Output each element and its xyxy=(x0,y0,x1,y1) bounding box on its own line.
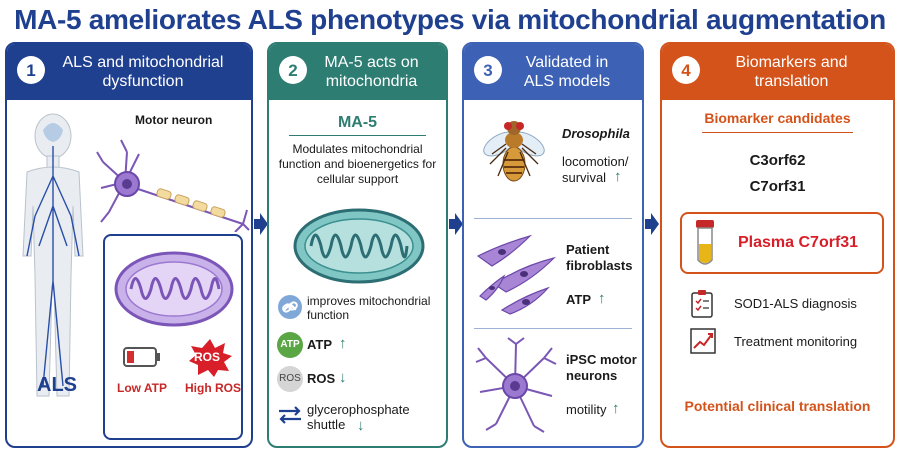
atp-icon: ATP xyxy=(277,332,303,358)
link-icon xyxy=(278,295,302,319)
motor-neuron-icon xyxy=(96,139,250,232)
effect-item-function: improves mitochondrial function xyxy=(277,294,446,324)
panel-ma5-action: 2 MA-5 acts on mitochondria MA-5 Modulat… xyxy=(267,42,448,448)
ipsc-effect: motility xyxy=(566,402,607,417)
panel-2-heading: MA-5 acts on mitochondria xyxy=(324,54,419,90)
exchange-icon xyxy=(279,406,301,424)
candidate-2: C7orf31 xyxy=(749,178,806,195)
candidate-1: C3orf62 xyxy=(749,152,806,169)
fibroblast-cells-icon xyxy=(476,234,556,315)
panel-3-header: 3 Validated in ALS models xyxy=(464,44,642,100)
plasma-marker: Plasma C7orf31 xyxy=(738,234,859,251)
effect-function-text: improves mitochondrial function xyxy=(307,294,431,322)
fibroblast-effect: ATP xyxy=(566,292,592,307)
plasma-box: Plasma C7orf31 xyxy=(680,212,884,274)
step-number-1: 1 xyxy=(17,56,45,84)
diagnosis-text: SOD1-ALS diagnosis xyxy=(734,296,857,311)
panel-1-heading: ALS and mitochondrial dysfunction xyxy=(62,54,224,90)
panel-1-header: 1 ALS and mitochondrial dysfunction xyxy=(7,44,251,100)
drosophila-effect: locomotion/ survival xyxy=(562,154,629,185)
high-ros-label: High ROS xyxy=(185,381,241,395)
model-divider-1 xyxy=(474,218,632,219)
effect-ros-arrow: ↓ xyxy=(339,369,347,386)
panel-4-heading: Biomarkers and translation xyxy=(735,54,848,90)
translation-footer: Potential clinical translation xyxy=(684,398,871,414)
drug-name: MA-5 xyxy=(337,114,378,131)
drug-divider xyxy=(289,135,426,136)
step-number-3: 3 xyxy=(474,56,502,84)
human-body-icon xyxy=(22,113,84,397)
panel-4-header: 4 Biomarkers and translation xyxy=(662,44,893,100)
ipsc-neuron-icon xyxy=(475,337,557,433)
flow-arrow-1 xyxy=(254,213,268,235)
damaged-mitochondrion-icon xyxy=(114,251,234,327)
dysfunction-inset: Low ATP ROS High ROS xyxy=(103,234,243,440)
effect-atp-arrow: ↑ xyxy=(339,335,347,352)
fruit-fly-icon xyxy=(483,121,545,182)
diagram-title: MA-5 ameliorates ALS phenotypes via mito… xyxy=(14,4,886,35)
drug-description: Modulates mitochondrial function and bio… xyxy=(278,142,437,186)
drosophila-label: Drosophila xyxy=(562,126,630,141)
fibroblasts-label: Patient fibroblasts xyxy=(566,242,633,273)
ipsc-label: iPSC motor neurons xyxy=(566,352,637,383)
motor-neuron-label: Motor neuron xyxy=(135,113,213,127)
panel-als-dysfunction: 1 ALS and mitochondrial dysfunction Moto… xyxy=(5,42,253,448)
use-diagnosis: SOD1-ALS diagnosis xyxy=(690,290,890,318)
panel-biomarkers: 4 Biomarkers and translation Biomarker c… xyxy=(660,42,895,448)
blood-tube-icon xyxy=(696,220,714,265)
healthy-mitochondrion-icon xyxy=(293,208,425,284)
flow-arrow-3 xyxy=(645,213,659,235)
model-divider-2 xyxy=(474,328,632,329)
als-label: ALS xyxy=(37,374,77,396)
panel-3-heading: Validated in ALS models xyxy=(523,54,611,90)
candidates-title: Biomarker candidates xyxy=(704,110,851,126)
panel-als-models: 3 Validated in ALS models Drosophila loc… xyxy=(462,42,644,448)
clipboard-icon xyxy=(691,290,713,318)
flow-arrow-2 xyxy=(449,213,463,235)
low-battery-icon xyxy=(123,347,160,367)
step-number-2: 2 xyxy=(279,56,307,84)
effect-item-atp: ATP ATP ↑ xyxy=(277,332,446,360)
effect-atp-text: ATP xyxy=(307,337,333,352)
effect-shuttle-arrow: ↓ xyxy=(357,417,365,434)
effect-item-ros: ROS ROS ↓ xyxy=(277,366,446,394)
effect-item-shuttle: glycerophosphate shuttle ↓ xyxy=(277,402,446,438)
effect-ros-text: ROS xyxy=(307,371,336,386)
use-monitoring: Treatment monitoring xyxy=(690,328,890,356)
ipsc-up-arrow: ↑ xyxy=(612,400,620,417)
ros-icon: ROS xyxy=(277,366,303,392)
fibroblast-up-arrow: ↑ xyxy=(598,290,606,307)
effect-shuttle-text: glycerophosphate shuttle xyxy=(307,402,410,432)
monitoring-text: Treatment monitoring xyxy=(734,334,858,349)
step-number-4: 4 xyxy=(672,56,700,84)
ros-badge-text: ROS xyxy=(194,350,221,364)
ros-burst-icon xyxy=(189,339,232,377)
trend-chart-icon xyxy=(690,328,716,354)
low-atp-label: Low ATP xyxy=(117,381,167,395)
panel-2-header: 2 MA-5 acts on mitochondria xyxy=(269,44,446,100)
drosophila-up-arrow: ↑ xyxy=(614,168,622,185)
candidates-divider xyxy=(702,132,853,133)
